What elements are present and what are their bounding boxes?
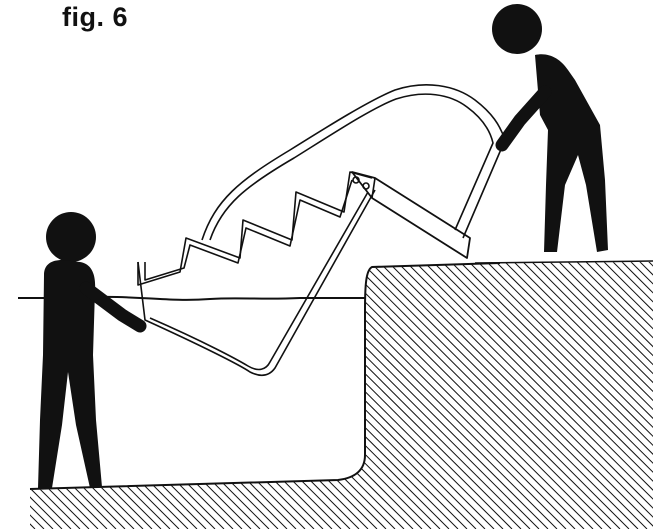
person-on-deck	[492, 4, 608, 252]
pool-wall	[30, 261, 653, 489]
pool-step-ladder	[138, 85, 505, 375]
person-in-pool	[38, 212, 140, 488]
